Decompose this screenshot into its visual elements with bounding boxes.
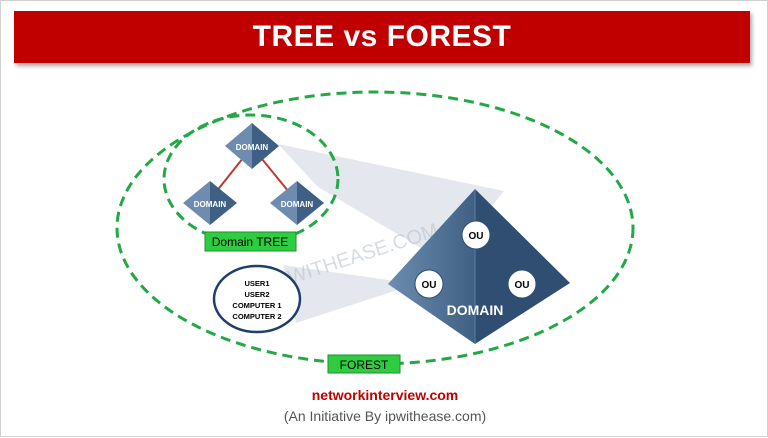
ou-left-label: OU [422, 280, 437, 291]
domain-tree-label: Domain TREE [212, 235, 288, 249]
ou-right-label: OU [515, 280, 530, 291]
footer-site-link[interactable]: networkinterview.com [311, 387, 459, 403]
objects-ellipse [212, 264, 302, 334]
ou-left: OU [414, 269, 444, 299]
ou-top: OU [461, 220, 491, 250]
tree-top-domain-pyramid: DOMAIN [225, 123, 279, 169]
tree-right-domain-pyramid: DOMAIN [270, 181, 324, 225]
forest-label: FOREST [340, 358, 389, 372]
ou-right: OU [507, 269, 537, 299]
tree-top-domain-label: DOMAIN [236, 143, 269, 152]
object-computer2: COMPUTER 2 [232, 312, 281, 321]
object-user1: USER1 [244, 279, 269, 288]
forest-label-box [327, 354, 401, 374]
tree-right-domain-label: DOMAIN [281, 200, 314, 209]
objects-projection-shadow [283, 265, 416, 323]
tree-left-domain-label: DOMAIN [194, 200, 227, 209]
big-domain-label: DOMAIN [447, 302, 504, 318]
forest-boundary [115, 90, 635, 366]
domain-tree-label-box [204, 231, 297, 252]
tree-left-domain-pyramid: DOMAIN [183, 181, 237, 225]
big-domain-pyramid: DOMAIN [388, 189, 570, 344]
title-banner: TREE vs FOREST [14, 11, 750, 63]
object-computer1: COMPUTER 1 [232, 301, 281, 310]
page-title: TREE vs FOREST [252, 20, 512, 53]
footer-tagline: (An Initiative By ipwithease.com) [283, 408, 487, 424]
object-user2: USER2 [244, 290, 269, 299]
ou-top-label: OU [469, 231, 484, 242]
